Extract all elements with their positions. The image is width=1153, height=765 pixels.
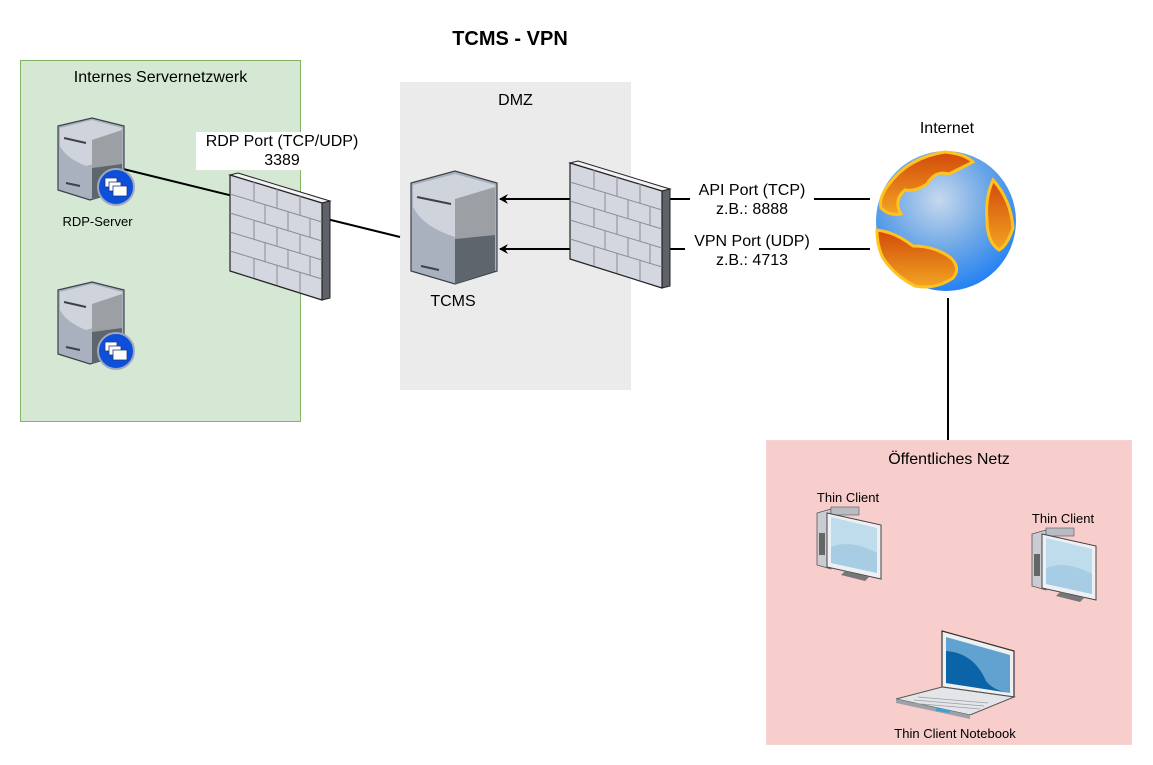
desktop-icon[interactable] [1030, 527, 1100, 603]
server-rdp-icon[interactable] [56, 281, 136, 370]
vpn-port-number: z.B.: 4713 [715, 252, 789, 269]
api-port-number: z.B.: 8888 [715, 201, 789, 218]
tcms-server-icon[interactable] [409, 170, 499, 286]
globe-icon[interactable] [875, 150, 1017, 292]
zone-public-label: Öffentliches Netz [888, 451, 1010, 468]
edge-label-vpn: VPN Port (UDP) z.B.: 4713 [685, 232, 819, 270]
edge-label-rdp: RDP Port (TCP/UDP) 3389 [196, 132, 368, 170]
api-port-label: API Port (TCP) [698, 182, 806, 199]
firewall-icon[interactable] [568, 160, 672, 289]
rdp-port-label: RDP Port (TCP/UDP) [205, 133, 359, 150]
firewall-icon[interactable] [228, 172, 332, 301]
server-rdp-icon[interactable] [56, 117, 136, 206]
tcms-label: TCMS [430, 293, 476, 310]
zone-internal-label: Internes Servernetzwerk [73, 69, 248, 86]
edge-label-api: API Port (TCP) z.B.: 8888 [690, 181, 814, 219]
thin-client-2-label: Thin Client [1031, 511, 1095, 526]
diagram-title: TCMS - VPN [452, 28, 568, 50]
rdp-server-label: RDP-Server [62, 214, 133, 229]
desktop-icon[interactable] [815, 506, 885, 582]
internet-label: Internet [919, 120, 975, 137]
laptop-icon[interactable] [895, 630, 1016, 721]
thin-client-notebook-label: Thin Client Notebook [894, 726, 1016, 741]
zone-dmz-label: DMZ [498, 92, 533, 109]
vpn-port-label: VPN Port (UDP) [694, 233, 810, 250]
rdp-port-number: 3389 [264, 152, 300, 169]
thin-client-1-label: Thin Client [816, 490, 880, 505]
